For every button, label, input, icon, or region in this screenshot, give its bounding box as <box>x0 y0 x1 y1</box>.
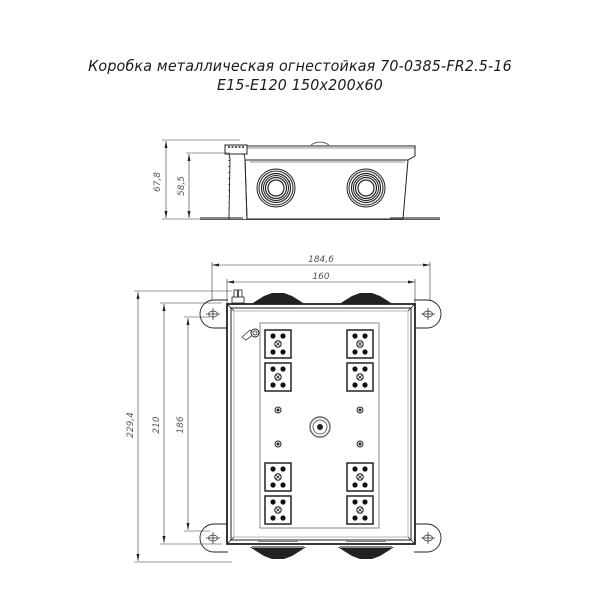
terminal-block <box>346 362 374 392</box>
terminal-block <box>346 329 374 359</box>
dim-body-height: 186 <box>176 416 186 433</box>
dim-mount-spacing: 210 <box>152 416 162 433</box>
dim-side-body-height: 58,5 <box>177 176 187 196</box>
terminal-block <box>264 462 292 492</box>
dim-side-total-height: 67,8 <box>153 172 163 192</box>
dim-overall-height: 229,4 <box>126 412 136 438</box>
terminal-block <box>264 495 292 525</box>
drawing-title-line1: Коробка металлическая огнестойкая 70-038… <box>88 57 512 75</box>
terminal-block <box>264 329 292 359</box>
front-view <box>199 289 442 560</box>
center-fitting <box>309 416 331 438</box>
terminal-block <box>346 495 374 525</box>
side-dimensions <box>162 139 240 220</box>
terminal-block <box>264 362 292 392</box>
drawing-title-line2: E15-E120 150x200x60 <box>216 76 384 94</box>
terminal-block <box>346 462 374 492</box>
dim-overall-width: 184,6 <box>308 255 334 265</box>
front-dimensions <box>134 262 431 563</box>
side-view <box>200 141 440 220</box>
dim-body-width: 160 <box>312 272 329 282</box>
earth-lug <box>241 328 260 341</box>
